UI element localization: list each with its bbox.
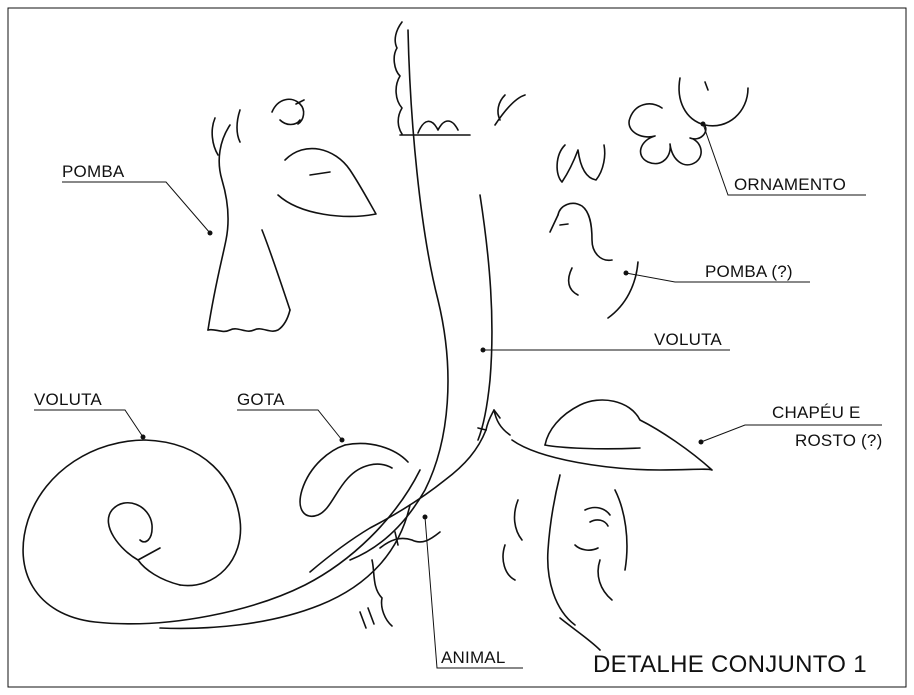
voluta-stem [350, 22, 525, 560]
label-pomba-right: POMBA (?) [705, 262, 793, 281]
gota-sketch [300, 444, 408, 517]
label-gota: GOTA [237, 390, 285, 409]
label-chapeu-line2: ROSTO (?) [795, 431, 882, 450]
label-chapeu-line1: CHAPÉU E [772, 403, 861, 422]
label-ornamento: ORNAMENTO [734, 175, 846, 194]
pomba-left-sketch [208, 99, 376, 331]
leader-pomba-left [62, 182, 210, 233]
drawing-title: DETALHE CONJUNTO 1 [593, 651, 867, 678]
animal-sketch [310, 410, 510, 626]
label-animal: ANIMAL [441, 648, 506, 667]
label-voluta-center: VOLUTA [654, 330, 722, 349]
ornamento-sketch [557, 78, 748, 182]
label-voluta-left: VOLUTA [34, 390, 102, 409]
frame-border [8, 8, 906, 687]
leader-animal [425, 517, 523, 668]
leader-voluta-left [34, 410, 143, 437]
pomba-right-sketch [550, 203, 638, 318]
leader-gota [237, 410, 342, 440]
label-pomba-left: POMBA [62, 162, 125, 181]
leaders [34, 122, 882, 669]
chapeu-rosto-sketch [503, 400, 712, 650]
